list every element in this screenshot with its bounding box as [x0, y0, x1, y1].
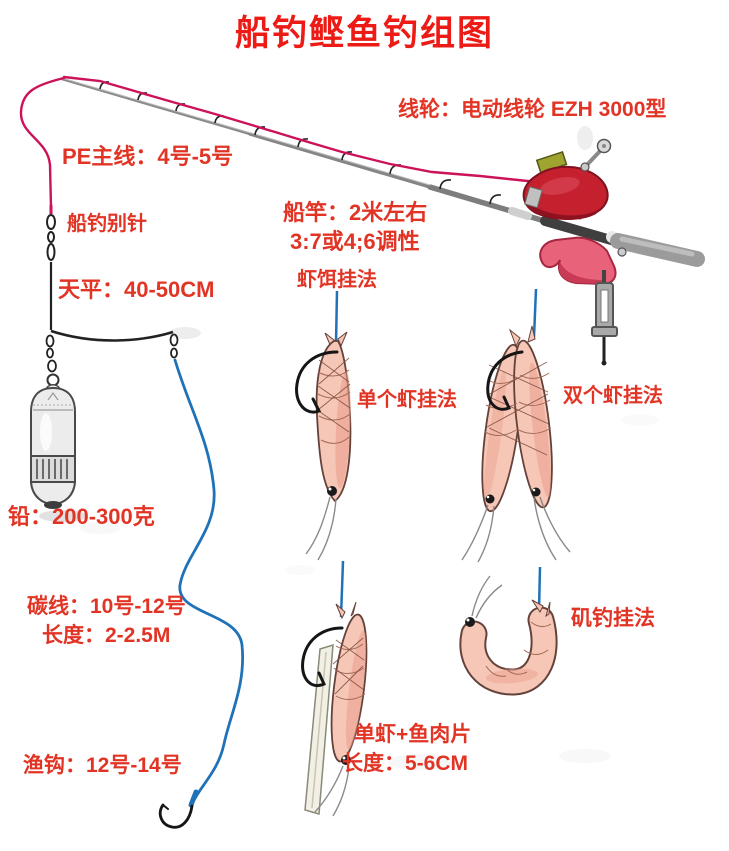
single-shrimp-label: 单个虾挂法 — [357, 389, 457, 411]
carbon-label-line2: 长度：2-2.5M — [42, 624, 171, 647]
fishing-rod — [60, 77, 705, 267]
iso-rig-label: 矶钓挂法 — [571, 607, 655, 630]
rod-label-line2: 3:7或4;6调性 — [290, 229, 420, 254]
snap-swivel-icon — [46, 205, 56, 330]
carbon-label-line1: 碳线：10号-12号 — [27, 595, 186, 618]
rod-holder-clamp-icon — [539, 236, 627, 366]
hook-label: 渔钩：12号-14号 — [23, 754, 182, 777]
fillet-label-line2: 长度：5-6CM — [342, 752, 469, 775]
lead-label: 铅：200-300克 — [8, 504, 155, 529]
electric-reel-icon — [522, 126, 612, 220]
balance-label: 天平：40-50CM — [58, 277, 215, 302]
rod-label-line1: 船竿：2米左右 — [283, 200, 428, 225]
balance-arm — [45, 329, 179, 373]
fish-hook-icon — [158, 803, 194, 829]
carbon-leader-line — [158, 358, 245, 829]
reel-label: 线轮：电动线轮 EZH 3000型 — [398, 98, 667, 121]
iso-rig-shrimp — [459, 566, 558, 696]
double-shrimp-rig — [461, 288, 571, 563]
snap-label: 船钓别针 — [67, 213, 147, 235]
fillet-label-line1: 单虾+鱼肉片 — [354, 723, 472, 746]
shrimp-fillet-rig — [301, 560, 368, 817]
pe-line-label: PE主线：4号-5号 — [62, 144, 234, 169]
lead-sinker — [29, 373, 87, 522]
pe-main-line — [19, 75, 539, 209]
bait-method-label: 虾饵挂法 — [297, 269, 377, 291]
single-shrimp-rig — [295, 290, 352, 561]
double-shrimp-label: 双个虾挂法 — [563, 385, 663, 407]
page-title: 船钓鲣鱼钓组图 — [234, 14, 495, 53]
